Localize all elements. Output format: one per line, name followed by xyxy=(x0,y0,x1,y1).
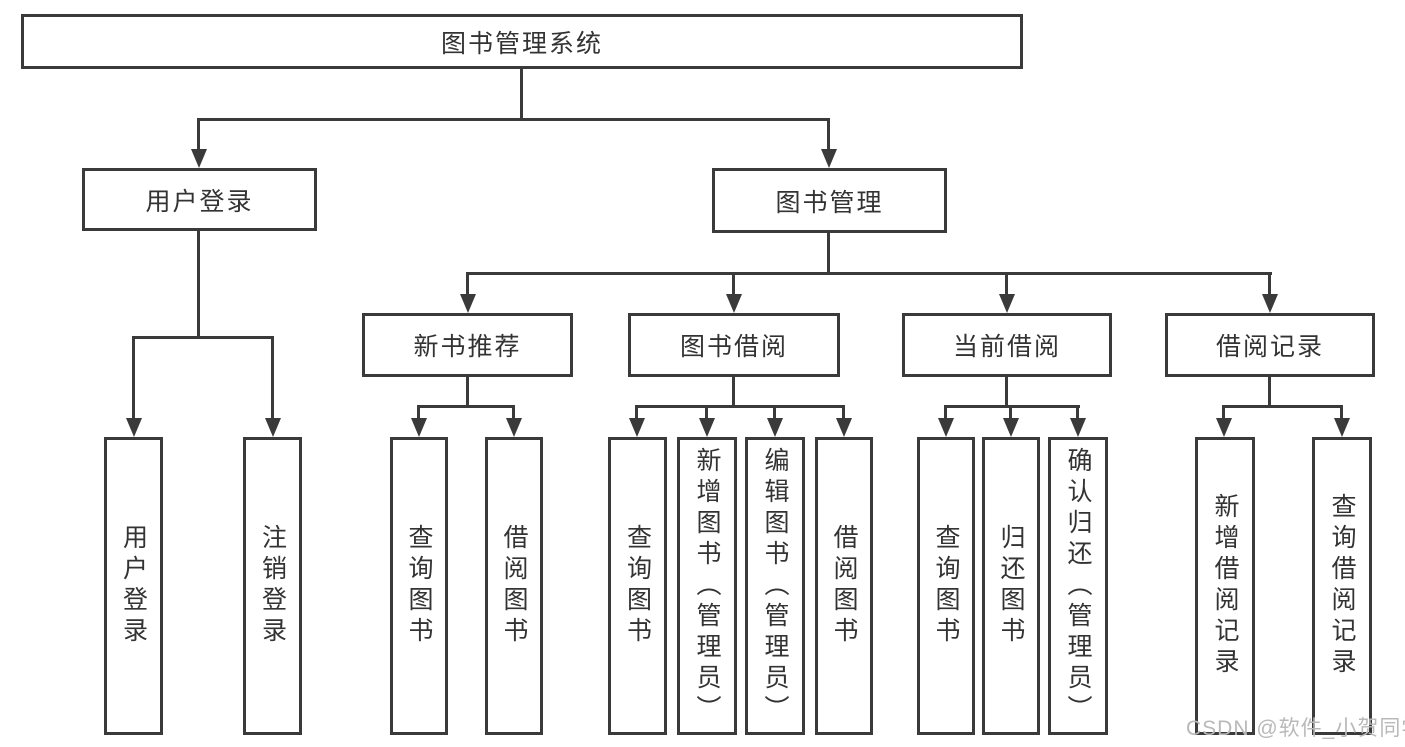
connector-to-borrow-records xyxy=(1268,272,1271,296)
connector-leaf xyxy=(635,405,638,421)
connector-new-books-split xyxy=(417,405,515,408)
node-library-management-system: 图书管理系统 xyxy=(21,14,1023,69)
arrowhead-leaf xyxy=(1070,418,1086,437)
arrowhead-borrow-records xyxy=(1262,294,1278,313)
connector-leaf xyxy=(1340,405,1343,421)
connector-book-borrow-split xyxy=(635,405,845,408)
leaf-user-login: 用户登录 xyxy=(104,437,163,735)
connector-book-mgmt-stem xyxy=(827,233,830,275)
leaf-query-books: 查询图书 xyxy=(390,437,448,735)
arrowhead-leaf xyxy=(1216,418,1232,437)
connector-leaf xyxy=(842,405,845,421)
node-book-borrow: 图书借阅 xyxy=(628,313,840,377)
connector-leaf xyxy=(1222,405,1225,421)
arrowhead-leaf-logout xyxy=(265,418,281,437)
arrowhead-leaf xyxy=(1003,418,1019,437)
arrowhead-leaf-login xyxy=(126,418,142,437)
arrowhead-new-books xyxy=(460,294,476,313)
leaf-add-books-admin: 新增图书（管理员） xyxy=(677,437,737,735)
node-borrow-records: 借阅记录 xyxy=(1165,313,1375,377)
connector-current-borrow-stem xyxy=(1005,377,1008,408)
arrowhead-book-borrow xyxy=(726,294,742,313)
leaf-query-borrow-record: 查询借阅记录 xyxy=(1312,437,1372,735)
arrowhead-leaf xyxy=(767,418,783,437)
connector-to-current-borrow xyxy=(1005,272,1008,296)
arrowhead-book-mgmt xyxy=(821,149,837,168)
connector-to-new-books xyxy=(466,272,469,296)
connector-leaf xyxy=(512,405,515,421)
connector-leaf xyxy=(773,405,776,421)
connector-current-borrow-split xyxy=(944,405,1080,408)
arrowhead-leaf xyxy=(938,418,954,437)
arrowhead-current-borrow xyxy=(999,294,1015,313)
node-user-login-branch: 用户登录 xyxy=(82,168,317,231)
csdn-watermark: CSDN @软件_小贺同学 xyxy=(1186,717,1405,740)
connector-level1-split xyxy=(197,118,830,121)
arrowhead-leaf xyxy=(629,418,645,437)
leaf-edit-books-admin: 编辑图书（管理员） xyxy=(745,437,805,735)
leaf-borrow-books: 借阅图书 xyxy=(815,437,873,735)
leaf-confirm-return-admin: 确认归还（管理员） xyxy=(1048,437,1108,735)
leaf-query-books: 查询图书 xyxy=(917,437,975,735)
connector-borrow-records-split xyxy=(1222,405,1343,408)
connector-user-login-stem xyxy=(197,231,200,339)
connector-new-books-stem xyxy=(466,377,469,408)
connector-to-book-borrow xyxy=(732,272,735,296)
arrowhead-leaf xyxy=(836,418,852,437)
connector-user-login-split xyxy=(132,336,274,339)
connector-to-leaf-login xyxy=(132,336,135,420)
node-book-mgmt-branch: 图书管理 xyxy=(712,168,947,233)
leaf-logout: 注销登录 xyxy=(243,437,302,735)
connector-leaf xyxy=(1009,405,1012,421)
node-new-books: 新书推荐 xyxy=(362,313,573,377)
arrowhead-leaf xyxy=(506,418,522,437)
connector-to-book-mgmt xyxy=(827,118,830,152)
connector-leaf xyxy=(944,405,947,421)
arrowhead-user-login xyxy=(191,149,207,168)
node-current-borrow: 当前借阅 xyxy=(902,313,1112,377)
connector-leaf xyxy=(705,405,708,421)
leaf-add-borrow-record: 新增借阅记录 xyxy=(1195,437,1255,735)
leaf-query-books: 查询图书 xyxy=(608,437,667,735)
connector-borrow-records-stem xyxy=(1268,377,1271,408)
arrowhead-leaf xyxy=(411,418,427,437)
connector-book-borrow-stem xyxy=(732,377,735,408)
connector-level3-split xyxy=(466,272,1272,275)
connector-to-leaf-logout xyxy=(271,336,274,420)
connector-leaf xyxy=(417,405,420,421)
arrowhead-leaf xyxy=(1334,418,1350,437)
leaf-return-books: 归还图书 xyxy=(982,437,1040,735)
connector-root-stem xyxy=(520,69,523,118)
leaf-borrow-books: 借阅图书 xyxy=(485,437,543,735)
connector-to-user-login xyxy=(197,118,200,152)
arrowhead-leaf xyxy=(699,418,715,437)
connector-leaf xyxy=(1076,405,1079,421)
